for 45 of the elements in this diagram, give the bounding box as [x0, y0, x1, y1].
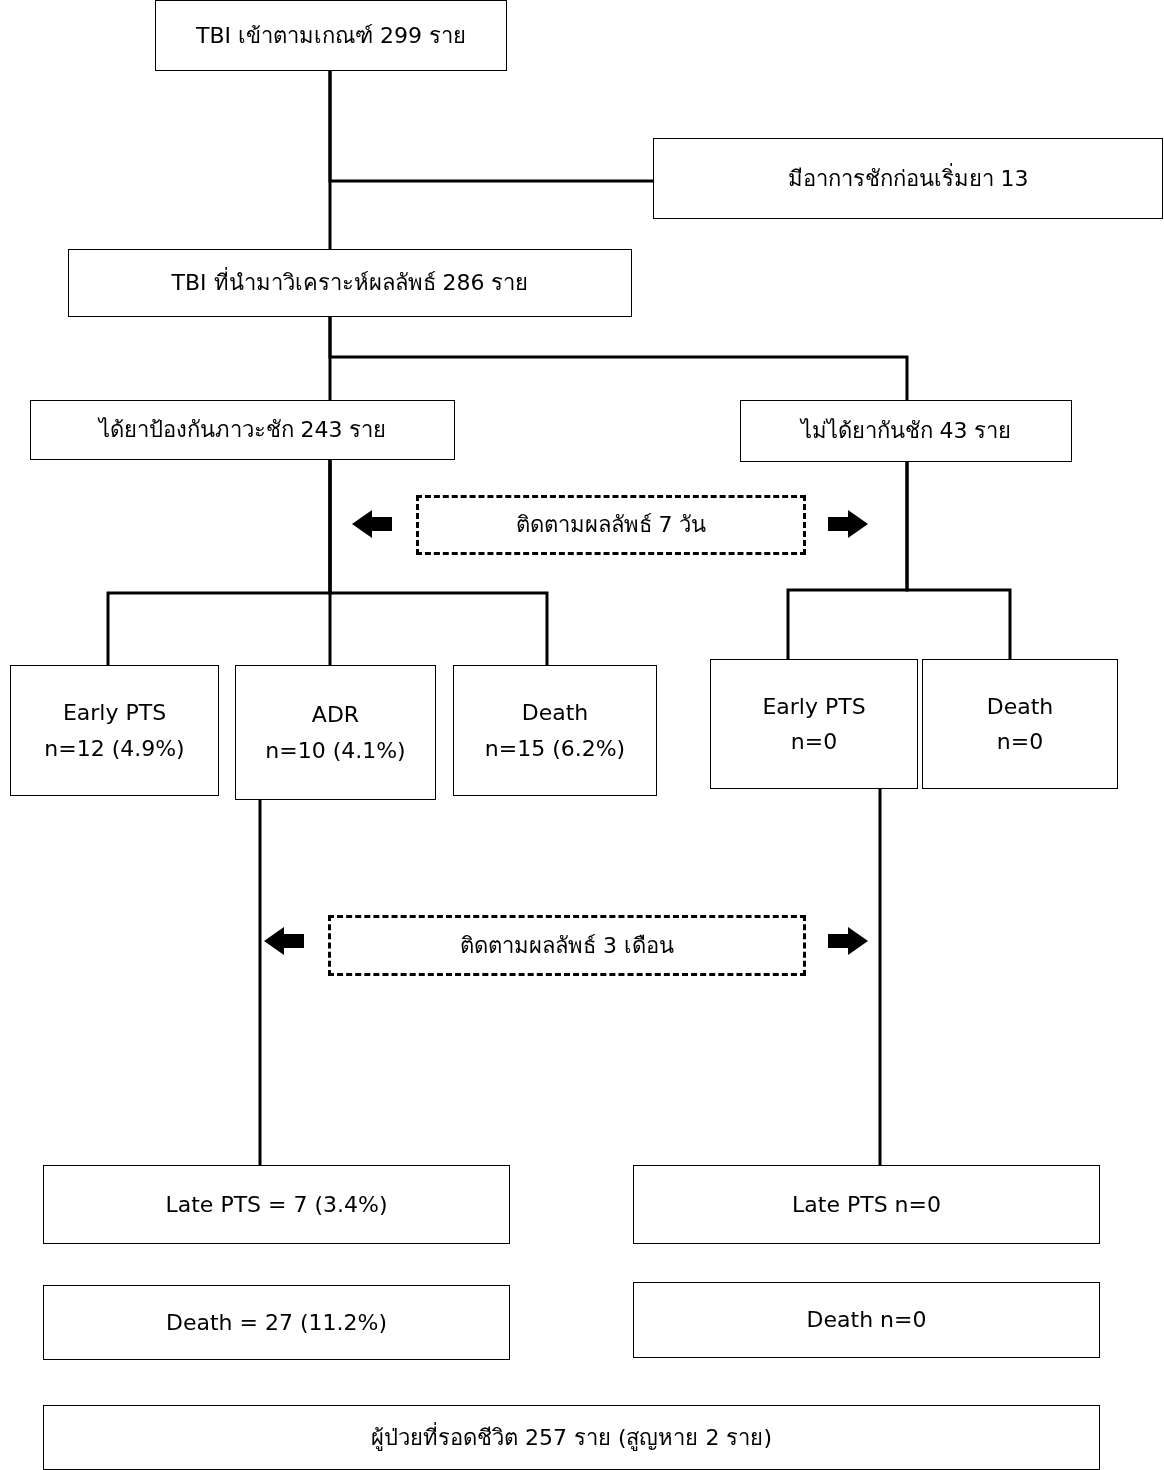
connector-line: [905, 462, 1012, 659]
box-text: มีอาการชักก่อนเริ่มยา 13: [787, 162, 1029, 193]
process-box: [30, 400, 455, 460]
box-text: ได้ยาป้องกันภาวะชัก 243 ราย: [98, 416, 387, 445]
process-box: [10, 665, 219, 796]
connector-line: [328, 460, 549, 665]
connector-line: [328, 317, 909, 400]
note-box: [416, 495, 806, 555]
process-box: [43, 1165, 510, 1244]
box-text: Death = 27 (11.2%): [166, 1308, 387, 1337]
box-text: ไม่ได้ยากันชัก 43 ราย: [800, 417, 1012, 446]
box-text: ติดตามผลลัพธ์ 7 วัน: [515, 511, 707, 540]
box-text: Late PTS n=0: [792, 1190, 941, 1219]
process-box: [710, 659, 918, 789]
box-text: Early PTS: [762, 692, 866, 721]
process-box: [922, 659, 1118, 789]
box-text: TBI ที่นำมาวิเคราะห์ผลลัพธ์ 286 ราย: [171, 265, 529, 301]
process-box: [68, 249, 632, 317]
box-text: n=15 (6.2%): [484, 734, 626, 763]
process-box: [653, 138, 1163, 219]
box-text: Early PTS: [62, 699, 167, 728]
note-box: [328, 915, 806, 976]
box-text: TBI เข้าตามเกณฑ์ 299 ราย: [196, 21, 466, 50]
process-box: [633, 1165, 1100, 1244]
process-box: [155, 0, 507, 71]
process-box: [633, 1282, 1100, 1358]
box-text: ADR: [311, 701, 360, 730]
process-box: [43, 1285, 510, 1360]
process-box: [235, 665, 436, 800]
connector-line: [878, 789, 882, 1165]
box-text: Death n=0: [806, 1306, 927, 1335]
process-box: [43, 1405, 1100, 1470]
box-text: ผู้ป่วยที่รอดชีวิต 257 ราย (สูญหาย 2 ราย): [370, 1421, 773, 1453]
box-text: n=0: [996, 728, 1044, 756]
process-box: [740, 400, 1072, 462]
process-box: [453, 665, 657, 796]
box-text: n=10 (4.1%): [265, 736, 406, 765]
box-text: Late PTS = 7 (3.4%): [165, 1190, 388, 1219]
connector-line: [258, 800, 262, 1165]
box-text: Death: [986, 692, 1054, 721]
box-text: Death: [521, 699, 589, 728]
box-text: n=12 (4.9%): [44, 734, 185, 763]
box-text: ติดตามผลลัพธ์ 3 เดือน: [460, 931, 674, 960]
box-text: n=0: [790, 728, 838, 756]
connector-line: [328, 71, 332, 249]
